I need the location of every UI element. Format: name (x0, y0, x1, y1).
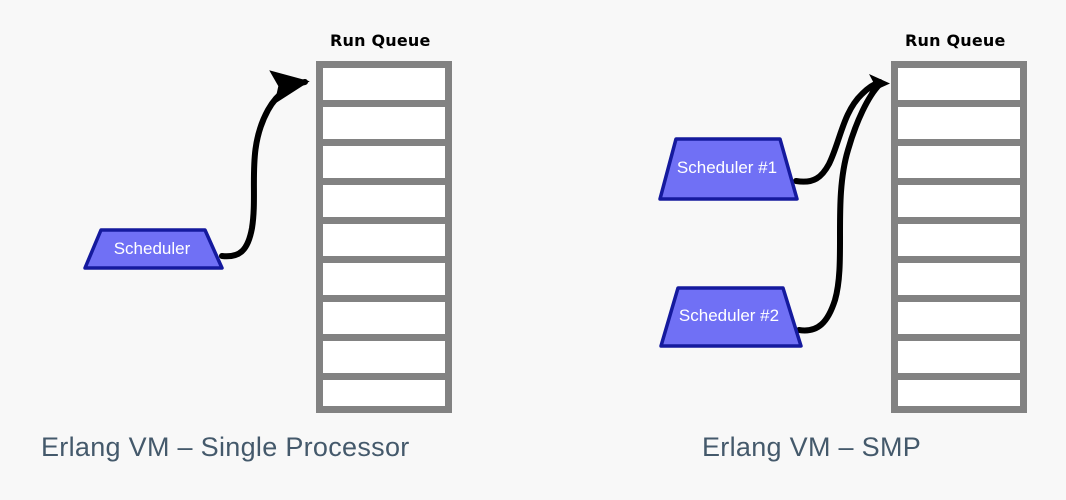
run-queue-cell[interactable] (323, 341, 445, 373)
run-queue-cell[interactable] (323, 185, 445, 217)
run-queue-cell[interactable] (323, 107, 445, 139)
panel-smp (658, 61, 1027, 413)
panel-single-processor (83, 61, 452, 413)
arrow-scheduler-to-queue (219, 70, 310, 260)
run-queue-cell[interactable] (898, 224, 1020, 256)
scheduler-trapezoid-icon[interactable] (658, 137, 799, 201)
caption-single-processor: Erlang VM – Single Processor (41, 432, 410, 462)
run-queue-cell[interactable] (898, 263, 1020, 295)
run-queue-cell[interactable] (898, 185, 1020, 217)
scheduler-trapezoid-icon[interactable] (659, 286, 803, 348)
caption-smp: Erlang VM – SMP (702, 432, 922, 462)
arrow-scheduler2-to-queue (796, 81, 883, 334)
run-queue-cell[interactable] (898, 107, 1020, 139)
scheduler-trapezoid-icon[interactable] (83, 228, 224, 270)
run-queue-cell[interactable] (898, 146, 1020, 178)
run-queue-cell[interactable] (323, 146, 445, 178)
run-queue-cell[interactable] (323, 263, 445, 295)
run-queue-label-smp: Run Queue (905, 31, 1006, 50)
run-queue-cell[interactable] (323, 224, 445, 256)
run-queue-cell[interactable] (323, 302, 445, 334)
run-queue-cell[interactable] (898, 68, 1020, 100)
arrow-head-icon (869, 74, 890, 93)
run-queue-label-single: Run Queue (330, 31, 431, 50)
arrow-scheduler1-to-queue (793, 79, 883, 185)
run-queue-cell[interactable] (323, 380, 445, 406)
run-queue-single (316, 61, 452, 413)
run-queue-cell[interactable] (898, 302, 1020, 334)
run-queue-smp (891, 61, 1027, 413)
run-queue-cell[interactable] (898, 380, 1020, 406)
run-queue-cell[interactable] (323, 68, 445, 100)
run-queue-cell[interactable] (898, 341, 1020, 373)
